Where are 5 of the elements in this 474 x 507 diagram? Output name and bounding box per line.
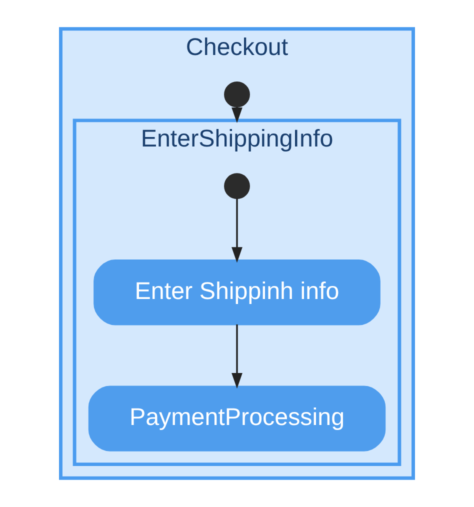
node-circle [224,173,250,200]
arrow [232,324,242,389]
node-box: Enter Shippinh info [94,260,380,326]
arrow [232,198,242,263]
node-box: PaymentProcessing [88,386,386,452]
